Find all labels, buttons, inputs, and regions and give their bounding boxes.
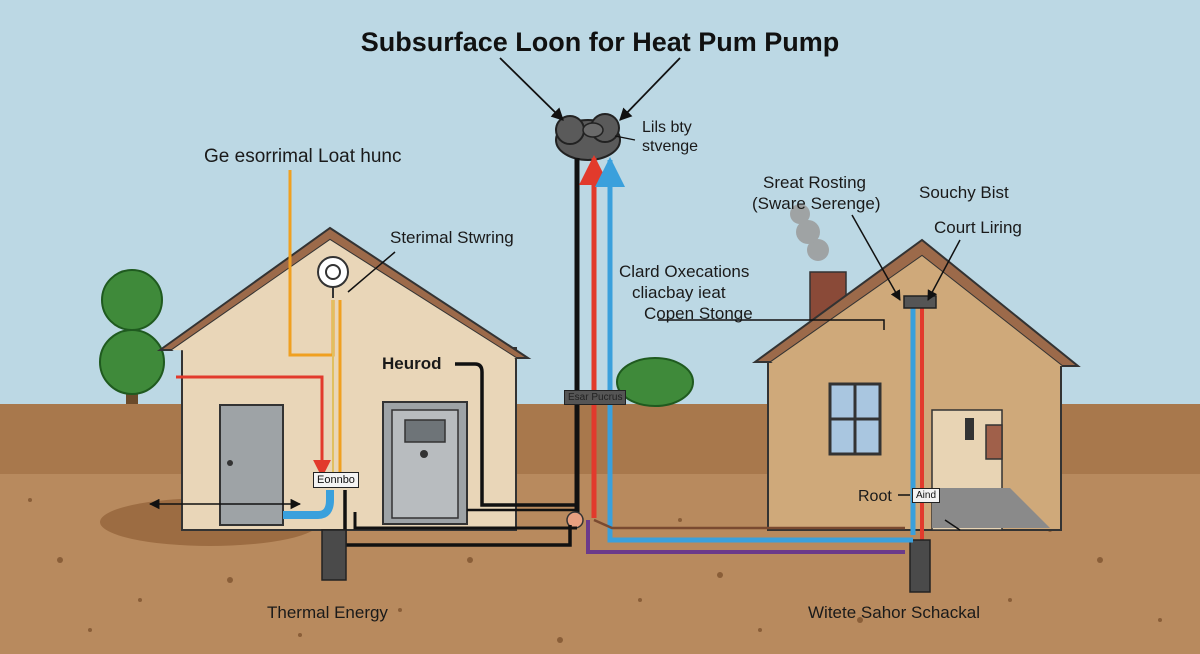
- pipe-purple-horizontal: [586, 520, 905, 554]
- box-center-unit: Esar Pucrus: [564, 390, 627, 405]
- diagram-title: Subsurface Loon for Heat Pum Pump: [360, 27, 840, 57]
- label-root: Root: [858, 488, 892, 505]
- shrub-icon: [616, 357, 694, 407]
- label-sterimal: Sterimal Stwring: [390, 228, 514, 247]
- label-lils-2: stvenge: [642, 138, 699, 155]
- label-clard-3: Copen Stonge: [644, 304, 753, 323]
- cloud-icon: [555, 113, 621, 161]
- label-court: Court Liring: [934, 218, 1022, 237]
- right-house: [751, 238, 1081, 531]
- chimney-smoke-icon: [790, 204, 829, 261]
- tree-icon: [99, 269, 165, 404]
- box-left-unit: Eonnbo: [313, 472, 359, 488]
- label-lils-1: Lils bty: [642, 119, 692, 136]
- left-ground-post: [321, 529, 347, 581]
- heat-pump-unit-icon: [382, 401, 468, 525]
- label-clard-2: cliacbay ieat: [632, 283, 726, 302]
- label-geothermal: Ge esorrimal Loat hunc: [204, 146, 402, 167]
- right-manifold: [903, 295, 937, 309]
- label-souchy: Souchy Bist: [919, 183, 1009, 202]
- label-sreat-2: (Sware Serenge): [752, 194, 881, 213]
- label-heurod: Heurod: [382, 354, 442, 373]
- label-clard-1: Clard Oxecations: [619, 262, 750, 281]
- label-thermal-energy: Thermal Energy: [267, 603, 388, 622]
- label-sreat-1: Sreat Rosting: [763, 173, 866, 192]
- box-right-unit: Aind: [912, 488, 941, 503]
- pipe-brown-horizontal: [593, 518, 905, 530]
- label-witete: Witete Sahor Schackal: [808, 603, 980, 622]
- gauge-icon: [317, 256, 349, 298]
- right-ground-post: [909, 539, 931, 593]
